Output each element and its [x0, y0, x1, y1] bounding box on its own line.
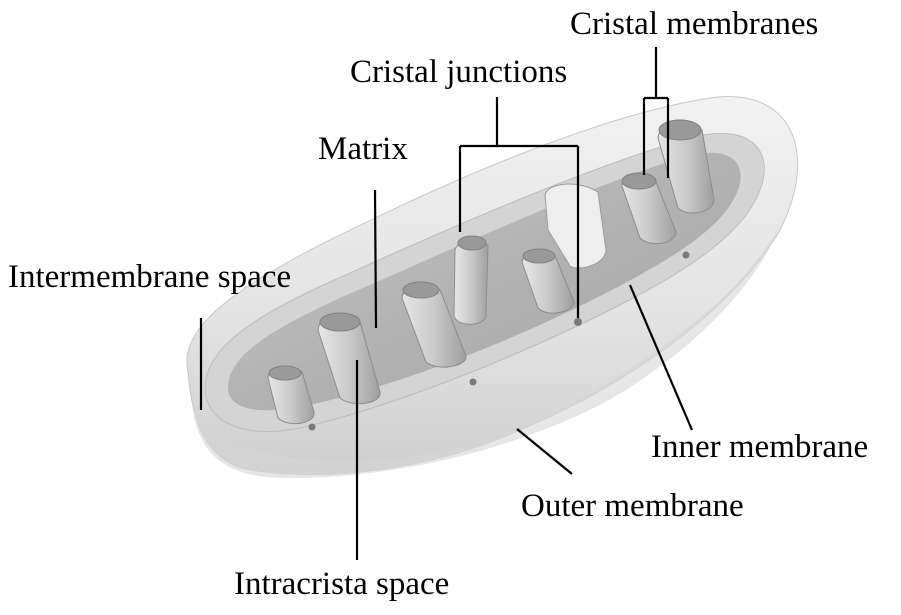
- junction-dot: [470, 379, 477, 386]
- label-matrix: Matrix: [318, 133, 408, 166]
- label-inner-membrane: Inner membrane: [651, 431, 868, 464]
- leader-matrix: [375, 190, 376, 328]
- label-intracrista-space: Intracrista space: [234, 568, 449, 601]
- label-cristal-membranes: Cristal membranes: [570, 8, 818, 41]
- label-cristal-junctions: Cristal junctions: [350, 56, 567, 89]
- junction-dot: [309, 424, 316, 431]
- junction-dot: [683, 252, 690, 259]
- leader-outer-membrane: [517, 429, 572, 474]
- label-outer-membrane: Outer membrane: [521, 490, 744, 523]
- label-intermembrane-space: Intermembrane space: [8, 261, 291, 294]
- crista-4: [454, 236, 488, 324]
- junction-dot: [574, 318, 582, 326]
